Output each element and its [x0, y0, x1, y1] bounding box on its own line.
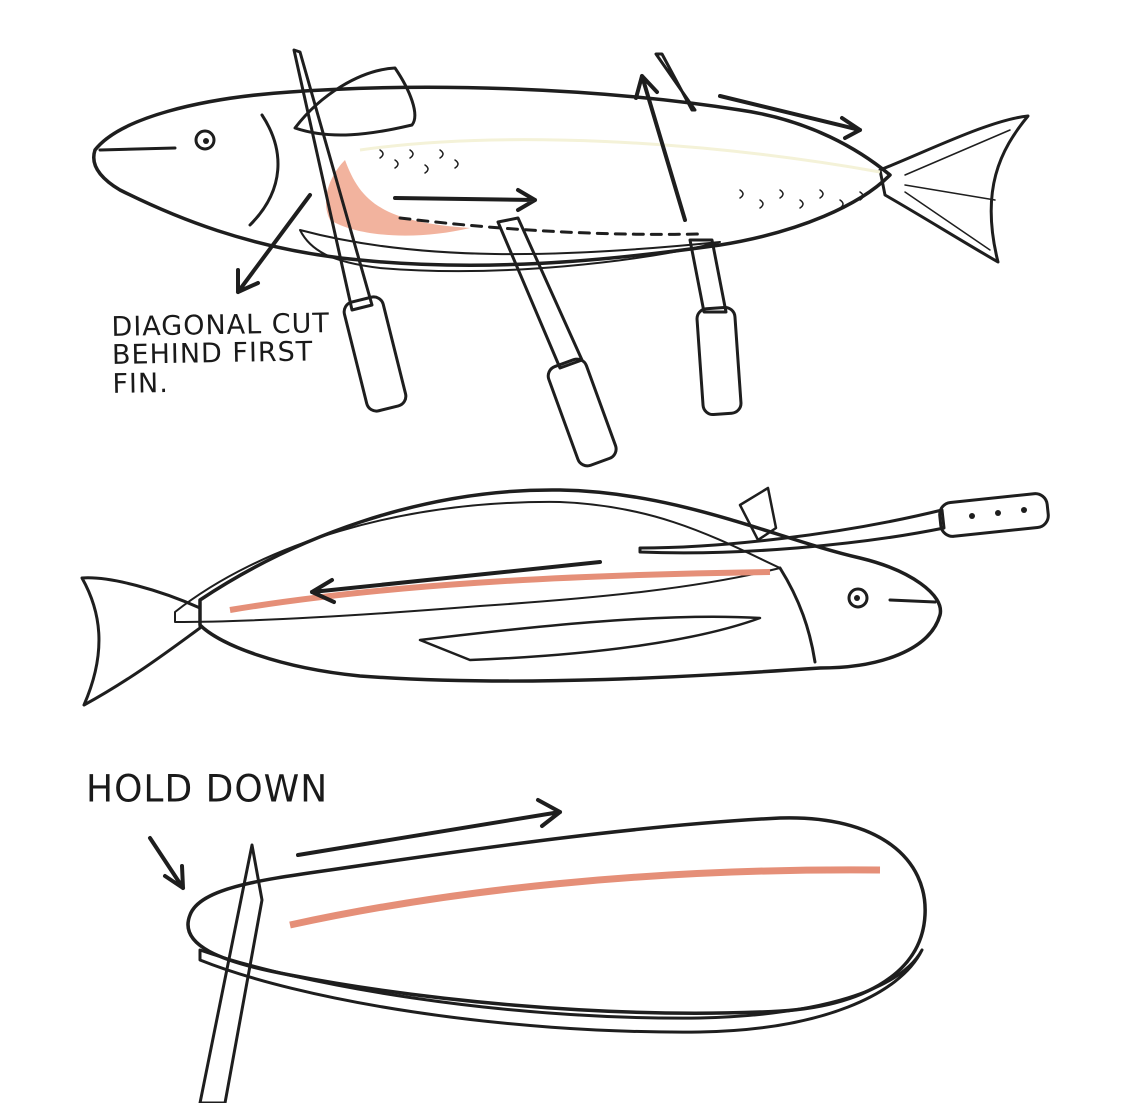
diagonal-cut-line3: FIN.: [112, 367, 170, 400]
diagonal-cut-line2: BEHIND FIRST: [111, 336, 314, 372]
step1-whole-fish: [92, 48, 1030, 468]
step1-eye: [194, 129, 216, 151]
step1-arrows: [236, 74, 862, 294]
step1-belly: [299, 229, 721, 273]
step1-knife-2: [496, 216, 618, 468]
step1-knife-1: [292, 48, 408, 413]
step3-skin: [198, 948, 924, 1034]
step1-scales: [379, 149, 864, 209]
step2-arrow: [310, 560, 602, 604]
step2-eye: [847, 587, 869, 609]
step1-tail: [878, 114, 1030, 264]
step1-knife-3: [654, 52, 743, 417]
step3-arrows: [148, 798, 562, 890]
diagonal-cut-label: DIAGONAL CUT BEHIND FIRST FIN.: [111, 308, 331, 400]
hold-down-label: HOLD DOWN: [86, 767, 329, 812]
step2-knife: [638, 492, 1050, 555]
step2-tail: [80, 576, 202, 707]
step1-pectoral-fin: [293, 66, 417, 137]
step3-flesh: [186, 816, 927, 1015]
step3-fillet: [148, 798, 927, 1105]
step2-body: [198, 488, 943, 683]
step1-body: [92, 85, 892, 268]
step2-fish: [80, 486, 1050, 707]
step1-cut-flesh: [325, 160, 470, 236]
